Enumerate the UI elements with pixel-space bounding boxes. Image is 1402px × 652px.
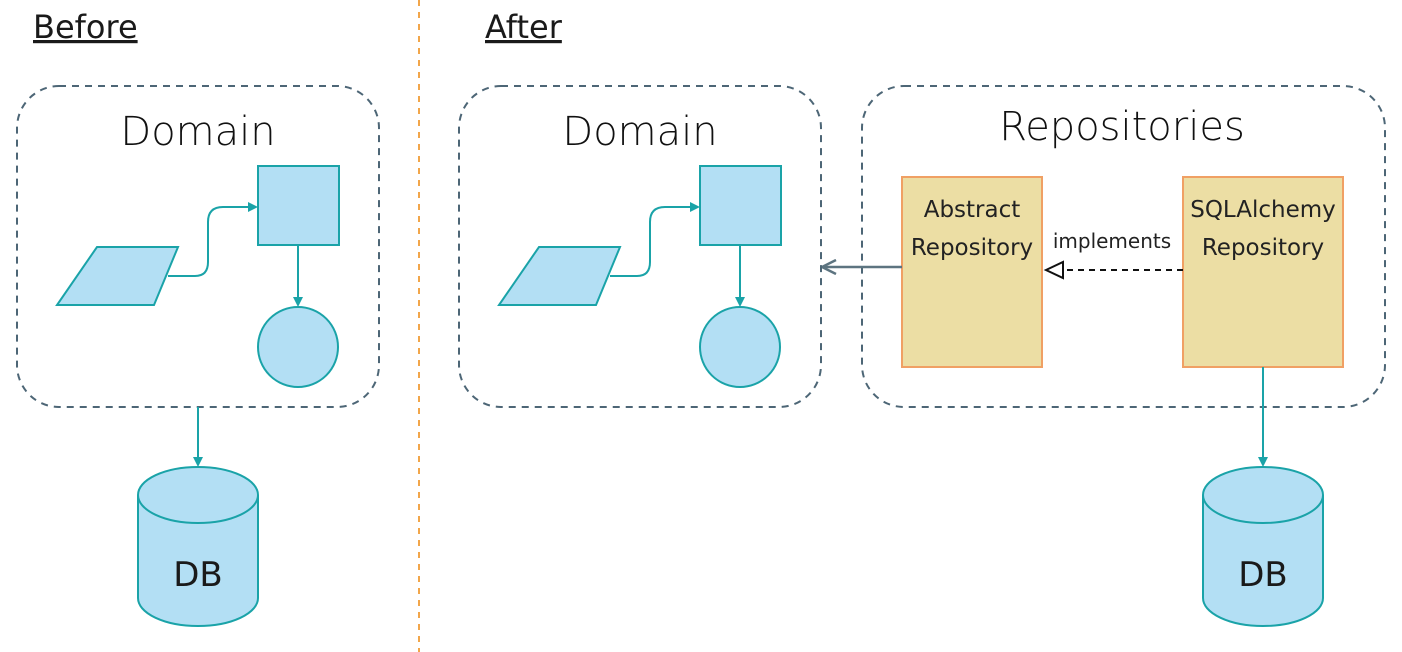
before-heading: Before	[33, 8, 138, 46]
sqlalchemy-repository-label-line2: Repository	[1202, 235, 1324, 261]
repositories-title: Repositories	[999, 104, 1245, 150]
before-domain-panel: Domain	[16, 85, 380, 408]
sqlalchemy-repository-box	[1182, 176, 1344, 368]
implements-arrowhead	[1043, 260, 1064, 280]
repositories-panel: Repositories Abstract Repository SQLAlch…	[861, 85, 1386, 408]
after-db-cylinder: DB	[1202, 466, 1324, 627]
after-db-label: DB	[1238, 555, 1288, 595]
abstract-repository-box	[901, 176, 1043, 368]
after-square-shape	[699, 165, 782, 246]
before-db-label: DB	[173, 555, 223, 595]
sqlalchemy-repository-label-line1: SQLAlchemy	[1190, 197, 1336, 223]
after-parallelogram-to-square-arrow	[610, 202, 700, 277]
implements-label: implements	[1053, 229, 1171, 253]
before-domain-title: Domain	[120, 109, 275, 155]
before-circle-shape	[257, 306, 339, 388]
abstract-repository-label-line1: Abstract	[924, 197, 1021, 223]
after-circle-shape	[699, 306, 781, 388]
before-square-shape	[257, 165, 340, 246]
abstract-repository-label-line2: Repository	[911, 235, 1033, 261]
before-db-cylinder: DB	[137, 466, 259, 627]
after-heading: After	[485, 8, 563, 46]
after-parallelogram-shape	[497, 246, 622, 306]
before-parallelogram-to-square-arrow	[168, 202, 258, 277]
before-parallelogram-shape	[55, 246, 180, 306]
after-domain-title: Domain	[562, 109, 717, 155]
after-domain-panel: Domain	[458, 85, 822, 408]
